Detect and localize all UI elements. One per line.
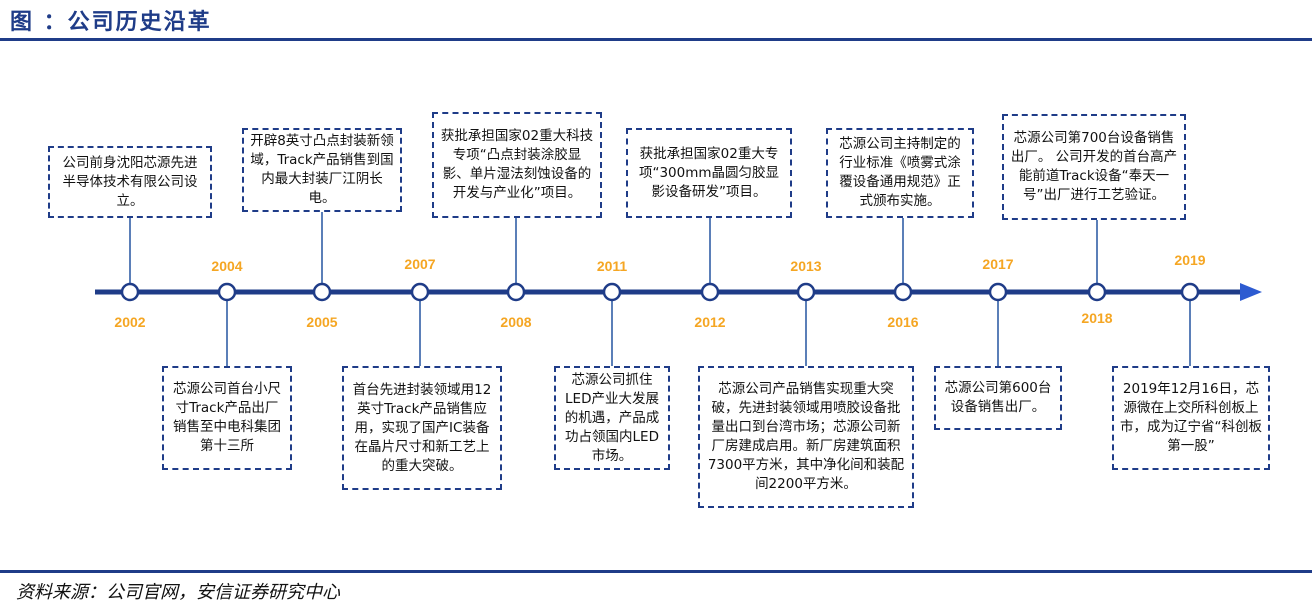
page-title: 图 ：公司历史沿革 [10, 9, 212, 35]
year-label-2004: 2004 [211, 258, 243, 274]
event-box-2011: 芯源公司抓住LED产业大发展的机遇，产品成功占领国内LED市场。 [554, 366, 670, 470]
event-box-2018: 芯源公司第700台设备销售出厂。 公司开发的首台高产能前道Track设备“奉天一… [1002, 114, 1186, 220]
node-2007 [410, 282, 430, 302]
node-2013 [796, 282, 816, 302]
year-label-2002: 2002 [114, 314, 146, 330]
node-2018 [1087, 282, 1107, 302]
year-label-2013: 2013 [790, 258, 822, 274]
node-2002 [120, 282, 140, 302]
event-box-2016: 芯源公司主持制定的行业标准《喷雾式涂覆设备通用规范》正式颁布实施。 [826, 128, 974, 218]
node-2012 [700, 282, 720, 302]
year-label-2018: 2018 [1081, 310, 1113, 326]
year-label-2007: 2007 [404, 256, 436, 272]
event-box-2008: 获批承担国家02重大科技专项“凸点封装涂胶显影、单片湿法刻蚀设备的开发与产业化”… [432, 112, 602, 218]
bottom-divider [0, 570, 1312, 573]
top-divider [0, 38, 1312, 41]
nodes [120, 282, 1200, 302]
event-box-2012: 获批承担国家02重大专项“300mm晶圆匀胶显影设备研发”项目。 [626, 128, 792, 218]
timeline-arrowhead [1240, 283, 1262, 301]
source-note: 资料来源：公司官网，安信证券研究中心 [16, 582, 340, 603]
node-2004 [217, 282, 237, 302]
event-box-2017: 芯源公司第600台设备销售出厂。 [934, 366, 1062, 430]
node-2016 [893, 282, 913, 302]
event-box-2002: 公司前身沈阳芯源先进半导体技术有限公司设立。 [48, 146, 212, 218]
event-box-2007: 首台先进封装领域用12英寸Track产品销售应用，实现了国产IC装备在晶片尺寸和… [342, 366, 502, 490]
event-box-2019: 2019年12月16日，芯源微在上交所科创板上市，成为辽宁省“科创板第一股” [1112, 366, 1270, 470]
year-label-2017: 2017 [982, 256, 1014, 272]
year-label-2012: 2012 [694, 314, 726, 330]
event-box-2004: 芯源公司首台小尺寸Track产品出厂销售至中电科集团第十三所 [162, 366, 292, 470]
node-2011 [602, 282, 622, 302]
year-label-2011: 2011 [596, 258, 628, 274]
event-box-2005: 开辟8英寸凸点封装新领域，Track产品销售到国内最大封装厂江阴长电。 [242, 128, 402, 212]
year-label-2016: 2016 [887, 314, 919, 330]
event-box-2013: 芯源公司产品销售实现重大突破，先进封装领域用喷胶设备批量出口到台湾市场；芯源公司… [698, 366, 914, 508]
year-label-2005: 2005 [306, 314, 338, 330]
year-label-2008: 2008 [500, 314, 532, 330]
node-2005 [312, 282, 332, 302]
node-2019 [1180, 282, 1200, 302]
node-2017 [988, 282, 1008, 302]
node-2008 [506, 282, 526, 302]
year-label-2019: 2019 [1174, 252, 1206, 268]
connectors [129, 210, 1191, 366]
